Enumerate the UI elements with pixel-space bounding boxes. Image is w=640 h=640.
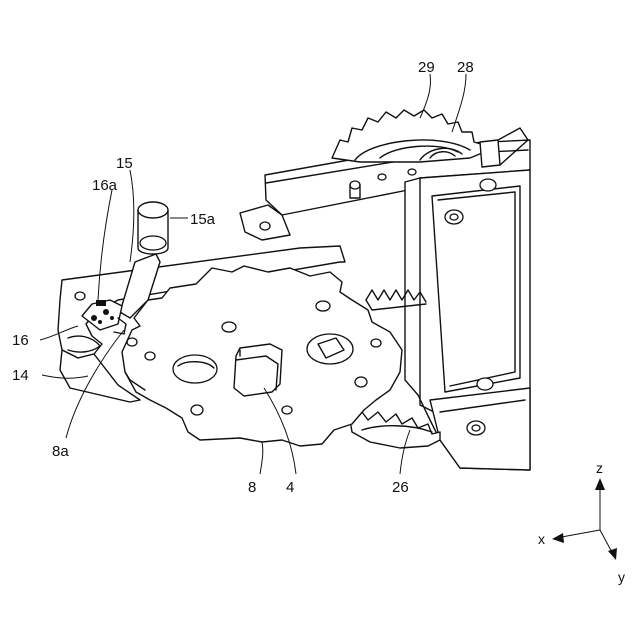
label-16a: 16a (92, 177, 118, 194)
axis-z-label: z (596, 460, 603, 476)
label-8a: 8a (52, 443, 69, 460)
label-28: 28 (457, 59, 474, 76)
label-8: 8 (248, 479, 256, 496)
axis-y-label: y (618, 569, 625, 585)
label-15: 15 (116, 155, 133, 172)
gear-26 (350, 412, 440, 448)
label-15a: 15a (190, 211, 216, 228)
coordinate-axes: z x y (538, 460, 625, 585)
label-16: 16 (12, 332, 29, 349)
label-4: 4 (286, 479, 294, 496)
axis-x-label: x (538, 531, 545, 547)
label-29: 29 (418, 59, 435, 76)
shaft-boss-4 (234, 344, 282, 396)
label-14: 14 (12, 367, 29, 384)
label-26: 26 (392, 479, 409, 496)
roller-15a (138, 202, 168, 254)
shaft-pin (480, 140, 500, 167)
